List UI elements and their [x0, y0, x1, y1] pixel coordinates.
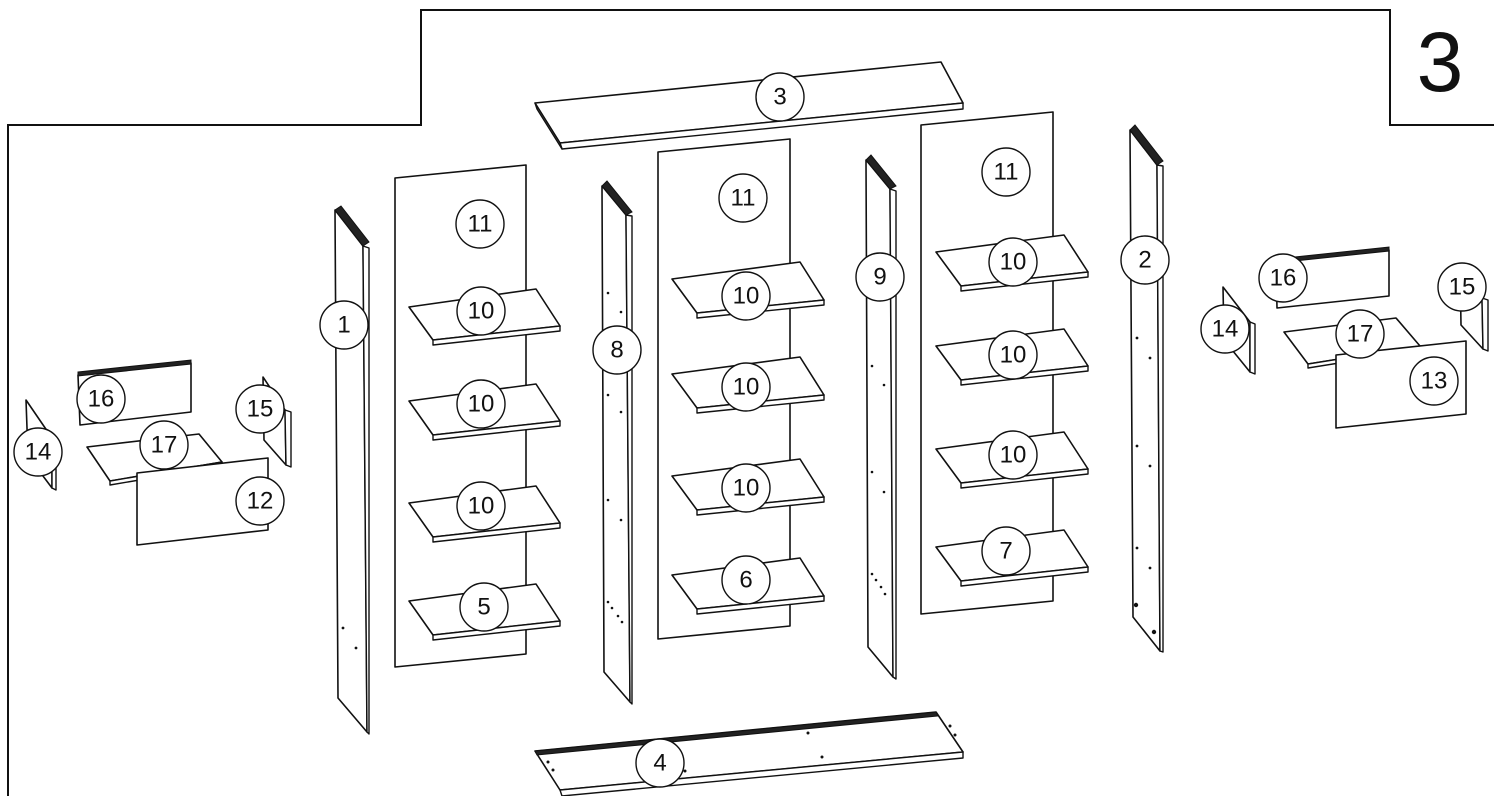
- svg-text:8: 8: [610, 337, 623, 364]
- svg-text:10: 10: [1000, 442, 1027, 469]
- callout-part-10: 10: [988, 237, 1038, 287]
- svg-text:3: 3: [773, 84, 786, 111]
- callout-part-11: 11: [981, 147, 1031, 197]
- callout-part-17: 17: [139, 420, 189, 470]
- callout-part-16: 16: [76, 374, 126, 424]
- callout-part-8: 8: [592, 325, 642, 375]
- svg-text:10: 10: [468, 298, 495, 325]
- part-top-panel: [534, 61, 964, 150]
- svg-text:12: 12: [247, 488, 274, 515]
- callout-part-6: 6: [721, 555, 771, 605]
- svg-text:5: 5: [477, 594, 490, 621]
- callout-part-11: 11: [718, 173, 768, 223]
- callout-part-5: 5: [459, 582, 509, 632]
- svg-text:17: 17: [1347, 321, 1374, 348]
- svg-text:1: 1: [337, 312, 350, 339]
- callout-part-10: 10: [721, 362, 771, 412]
- svg-text:17: 17: [151, 432, 178, 459]
- callout-part-1: 1: [319, 300, 369, 350]
- callout-part-14: 14: [1200, 304, 1250, 354]
- svg-text:14: 14: [25, 439, 52, 466]
- callout-part-15: 15: [1437, 262, 1487, 312]
- svg-text:9: 9: [873, 264, 886, 291]
- svg-text:10: 10: [733, 374, 760, 401]
- part-side-panel-2: [1129, 124, 1164, 653]
- svg-text:14: 14: [1212, 316, 1239, 343]
- svg-text:10: 10: [1000, 342, 1027, 369]
- svg-text:10: 10: [1000, 249, 1027, 276]
- svg-text:2: 2: [1138, 247, 1151, 274]
- svg-text:11: 11: [994, 159, 1019, 186]
- callout-part-10: 10: [721, 271, 771, 321]
- svg-text:13: 13: [1421, 368, 1448, 395]
- svg-text:16: 16: [1270, 265, 1297, 292]
- callouts: 1 2 3 4 5 6 7 8 9 10 10 10 10 10 10 10 1…: [13, 72, 1487, 788]
- callout-part-14: 14: [13, 427, 63, 477]
- svg-text:15: 15: [1449, 274, 1476, 301]
- callout-part-10: 10: [721, 463, 771, 513]
- svg-text:11: 11: [731, 185, 756, 212]
- callout-part-10: 10: [456, 286, 506, 336]
- callout-part-2: 2: [1120, 235, 1170, 285]
- callout-part-9: 9: [855, 252, 905, 302]
- svg-text:7: 7: [999, 538, 1012, 565]
- callout-part-11: 11: [455, 199, 505, 249]
- callout-part-7: 7: [981, 526, 1031, 576]
- svg-text:10: 10: [733, 283, 760, 310]
- callout-part-12: 12: [235, 476, 285, 526]
- svg-text:10: 10: [468, 391, 495, 418]
- svg-text:15: 15: [247, 396, 274, 423]
- part-divider-8: [601, 180, 633, 705]
- callout-part-10: 10: [456, 379, 506, 429]
- part-divider-9: [865, 154, 897, 680]
- callout-part-13: 13: [1409, 356, 1459, 406]
- callout-part-17: 17: [1335, 309, 1385, 359]
- callout-part-4: 4: [635, 738, 685, 788]
- callout-part-10: 10: [456, 481, 506, 531]
- callout-part-16: 16: [1258, 253, 1308, 303]
- svg-text:11: 11: [468, 211, 493, 238]
- svg-text:10: 10: [468, 493, 495, 520]
- svg-text:10: 10: [733, 475, 760, 502]
- svg-text:6: 6: [739, 567, 752, 594]
- svg-text:16: 16: [88, 386, 115, 413]
- callout-part-10: 10: [988, 330, 1038, 380]
- callout-part-10: 10: [988, 430, 1038, 480]
- callout-part-15: 15: [235, 384, 285, 434]
- part-side-panel-1: [334, 205, 370, 735]
- callout-part-3: 3: [755, 72, 805, 122]
- step-number: 3: [1417, 15, 1464, 109]
- svg-text:4: 4: [653, 750, 666, 777]
- part-bottom-panel: [534, 711, 964, 797]
